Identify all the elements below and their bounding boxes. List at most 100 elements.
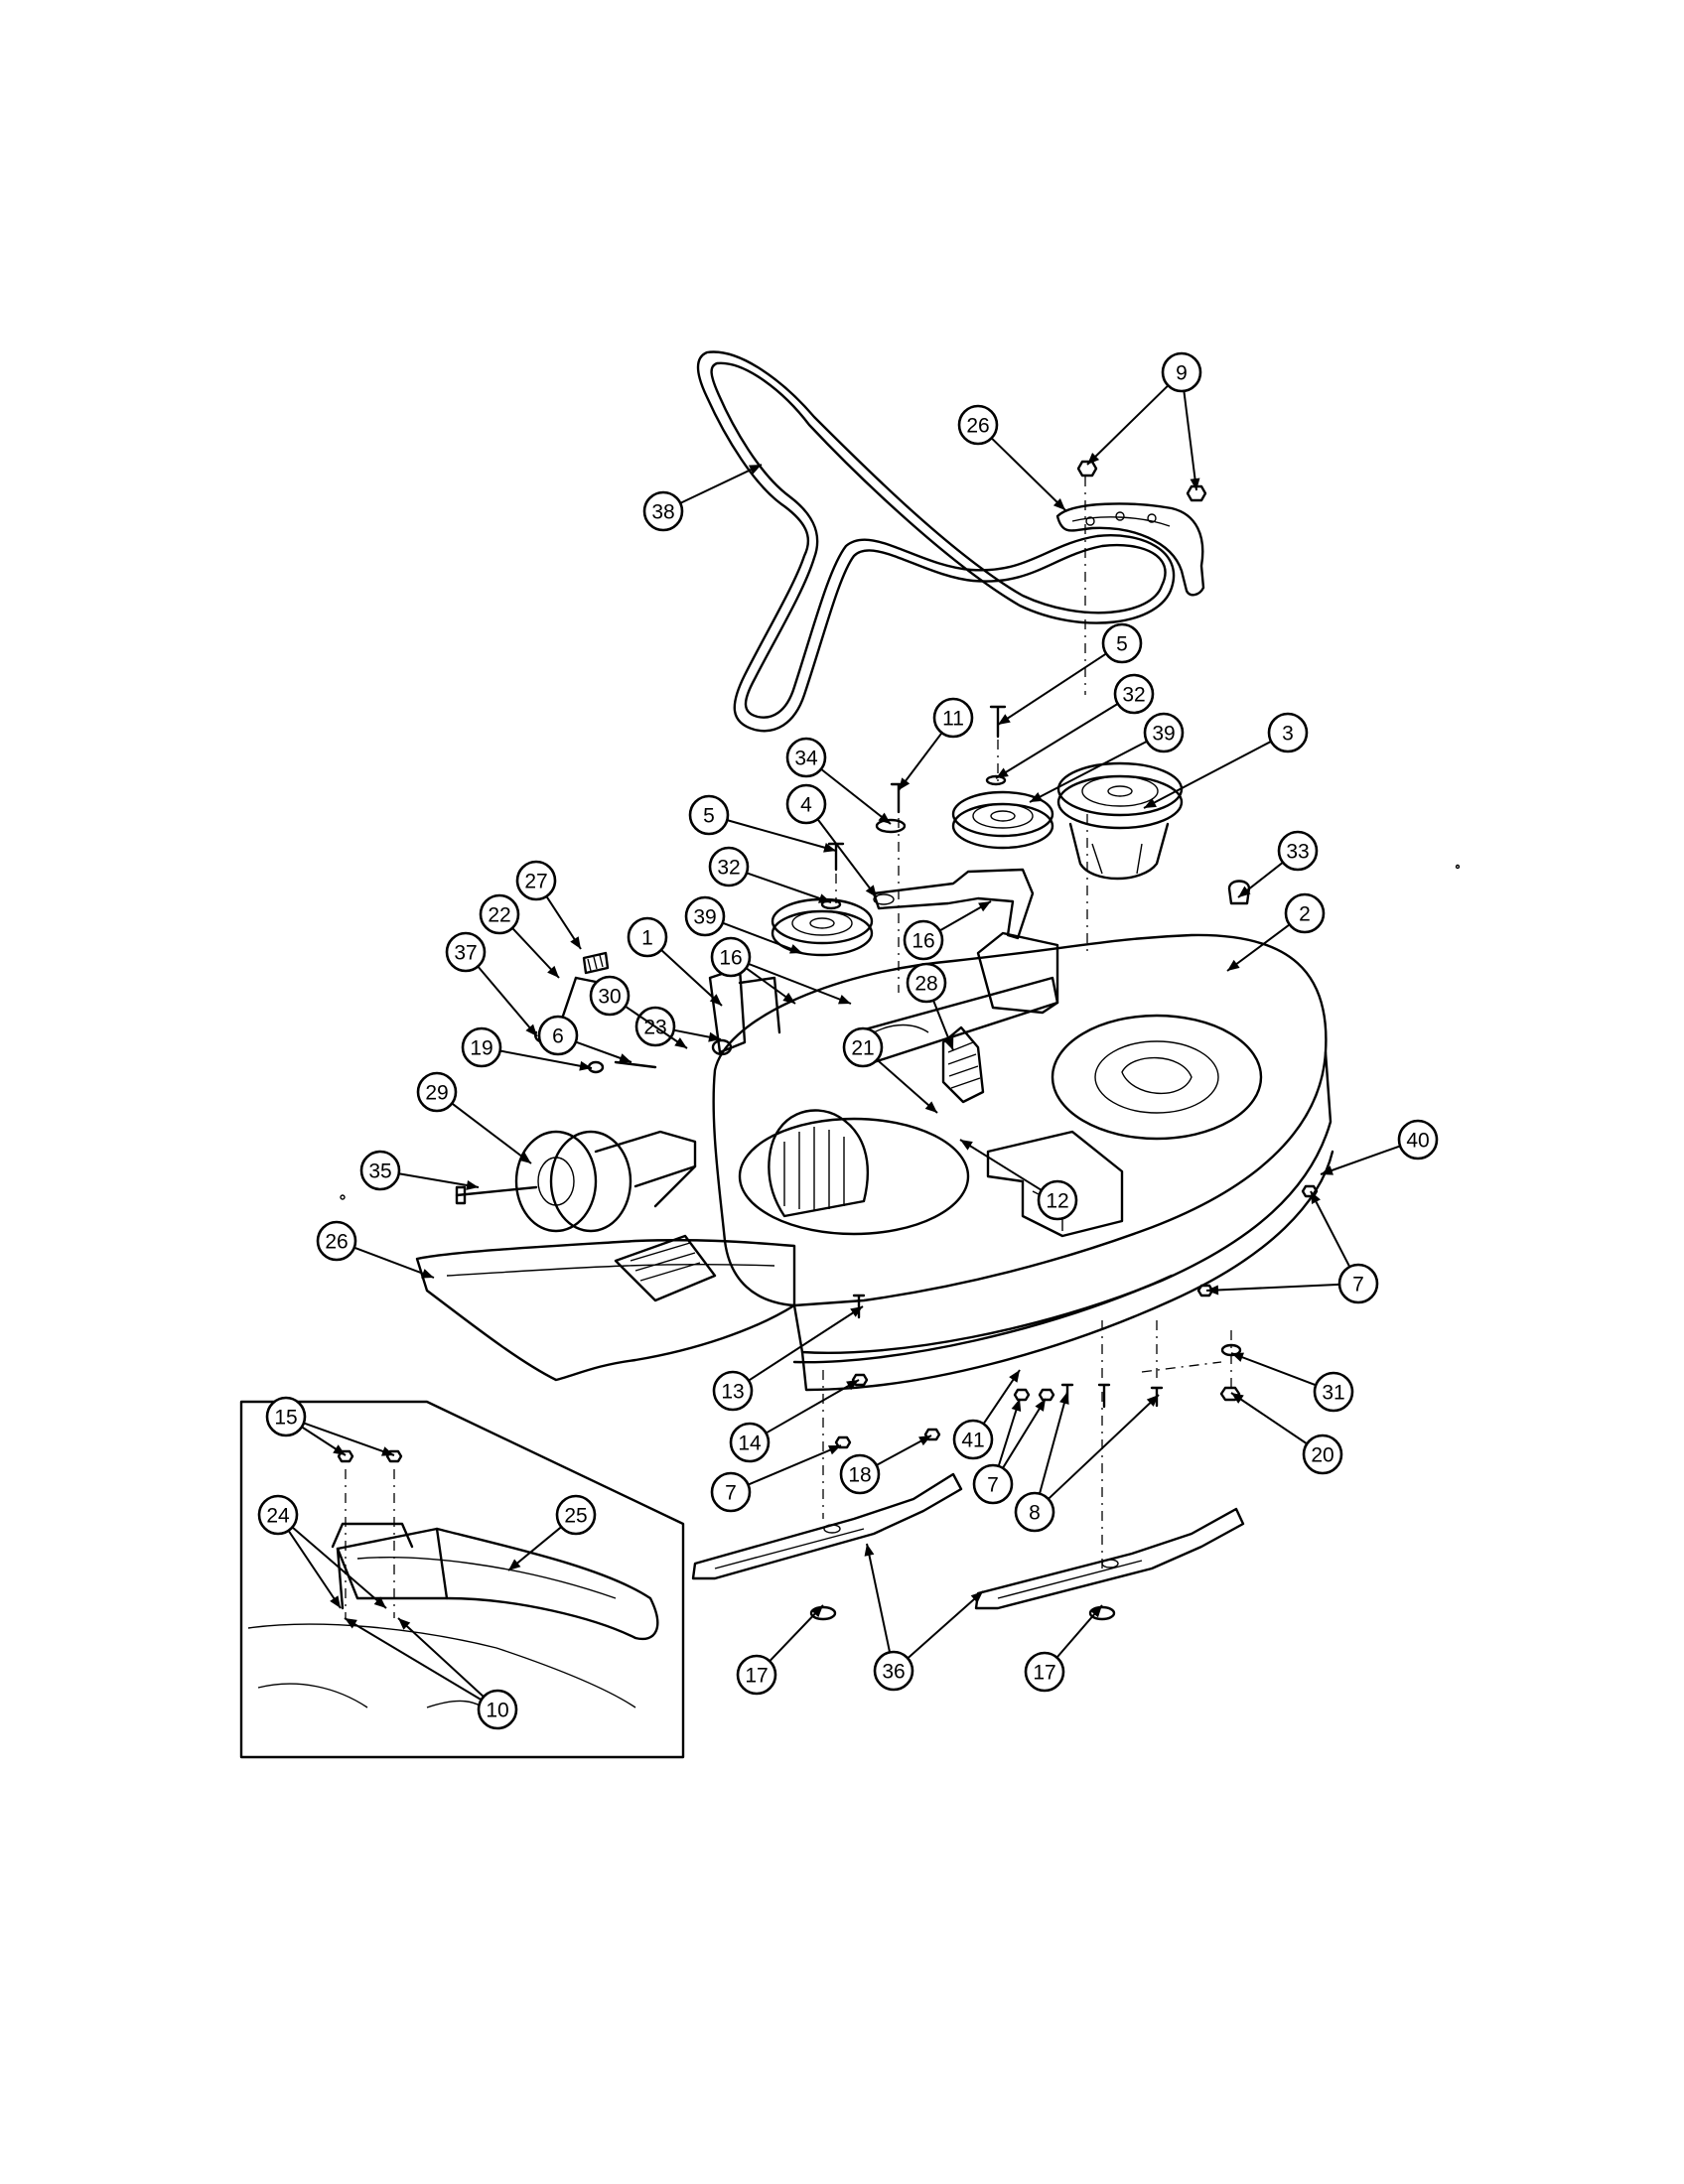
callout-circle	[1267, 712, 1309, 753]
callout-number: 36	[882, 1661, 905, 1684]
callout-11: 11	[898, 697, 974, 791]
callout-7: 7	[710, 1444, 842, 1513]
callout-number: 2	[1299, 903, 1311, 926]
callout-number: 31	[1322, 1382, 1344, 1405]
callout-number: 35	[368, 1160, 391, 1183]
callout-24: 24	[257, 1494, 387, 1609]
callout-number: 21	[851, 1037, 874, 1060]
leader-arrowhead	[708, 1031, 721, 1042]
callout-circle	[736, 1654, 777, 1696]
callout-circle	[932, 697, 974, 739]
callout-number: 17	[1033, 1662, 1055, 1685]
callout-31: 31	[1230, 1352, 1354, 1413]
callout-number: 37	[454, 942, 477, 965]
callout-circle	[1113, 673, 1155, 715]
callout-20: 20	[1230, 1392, 1343, 1475]
leader-line	[1002, 1398, 1047, 1469]
speck-mark-right	[1455, 864, 1461, 870]
callout-6: 6	[537, 1015, 632, 1063]
callout-circle	[729, 1422, 771, 1463]
callout-number: 24	[266, 1505, 290, 1528]
callout-circle	[972, 1463, 1014, 1505]
callout-number: 14	[738, 1433, 762, 1455]
callout-13: 13	[712, 1305, 864, 1412]
callout-10: 10	[344, 1617, 518, 1730]
callout-17: 17	[1024, 1604, 1103, 1693]
leader-arrowhead	[1146, 1395, 1159, 1407]
leader-line	[959, 1139, 1043, 1191]
callout-27: 27	[515, 860, 582, 950]
leader-arrowhead	[1311, 1191, 1321, 1204]
callout-number: 5	[703, 805, 715, 828]
callout-circle	[1337, 1263, 1379, 1304]
leader-arrowhead	[978, 901, 991, 912]
leader-arrowhead	[1011, 1399, 1022, 1412]
callout-circle	[537, 1015, 579, 1056]
callout-5: 5	[688, 794, 837, 853]
idler-arm	[872, 868, 1035, 940]
leader-arrowhead	[466, 1180, 479, 1190]
callout-17: 17	[736, 1604, 824, 1696]
callout-number: 28	[914, 973, 937, 996]
leader-line	[748, 962, 852, 1005]
leader-arrowhead	[619, 1053, 632, 1063]
leader-arrowhead	[1090, 1605, 1102, 1618]
callout-circle	[1101, 622, 1143, 664]
callout-number: 7	[1352, 1274, 1364, 1297]
leader-line	[1143, 740, 1272, 809]
callout-7: 7	[972, 1398, 1047, 1505]
leader-line	[995, 703, 1119, 779]
leader-arrowhead	[924, 1101, 937, 1113]
leader-line	[451, 1102, 532, 1164]
leader-line	[625, 1005, 688, 1049]
leader-arrowhead	[1238, 886, 1251, 897]
idler-pulley-right	[951, 790, 1054, 850]
callout-circle	[873, 1650, 914, 1692]
spindle-pulley	[1056, 761, 1184, 881]
leader-line	[748, 1444, 842, 1486]
leader-line	[353, 1246, 435, 1279]
leader-arrowhead	[547, 965, 559, 978]
leader-line	[499, 1049, 593, 1069]
leader-arrowhead	[421, 1269, 434, 1279]
leader-line	[679, 464, 763, 504]
callout-number: 38	[651, 501, 674, 524]
callout-38: 38	[642, 464, 763, 532]
leader-arrowhead	[899, 777, 911, 790]
callout-number: 13	[721, 1381, 744, 1404]
callout-28: 28	[906, 962, 954, 1051]
leader-arrowhead	[1231, 1393, 1244, 1404]
callout-number: 26	[966, 415, 989, 438]
leader-arrowhead	[381, 1446, 394, 1456]
leader-arrowhead	[970, 1591, 983, 1603]
callout-26: 26	[957, 404, 1066, 511]
deck-lower-hardware	[834, 1184, 1319, 1449]
callout-circle	[1397, 1119, 1439, 1160]
leader-arrowhead	[960, 1140, 973, 1151]
callout-number: 11	[942, 708, 964, 731]
leader-arrowhead	[998, 714, 1011, 725]
leader-arrowhead	[373, 1596, 386, 1608]
leader-line	[1086, 384, 1170, 466]
callout-circle	[265, 1396, 307, 1437]
leader-line	[997, 652, 1107, 726]
pulley-hardware	[820, 705, 1251, 910]
callout-1: 1	[627, 916, 723, 1007]
leader-line	[1183, 390, 1197, 491]
callout-number: 6	[552, 1025, 564, 1048]
callout-circle	[477, 1689, 518, 1730]
callout-15: 15	[265, 1396, 395, 1456]
callout-circle	[316, 1220, 357, 1262]
leader-line	[746, 872, 832, 903]
callout-circle	[1037, 1179, 1078, 1221]
leader-arrowhead	[508, 1559, 521, 1570]
callout-circle	[1284, 892, 1326, 934]
leader-arrowhead	[709, 994, 722, 1006]
leader-line	[876, 1058, 938, 1114]
callout-circle	[1143, 712, 1185, 753]
leader-arrowhead	[943, 1037, 954, 1050]
callout-circle	[642, 490, 684, 532]
callout-14: 14	[729, 1379, 860, 1463]
callout-number: 40	[1406, 1130, 1429, 1153]
callout-circle	[785, 737, 827, 778]
